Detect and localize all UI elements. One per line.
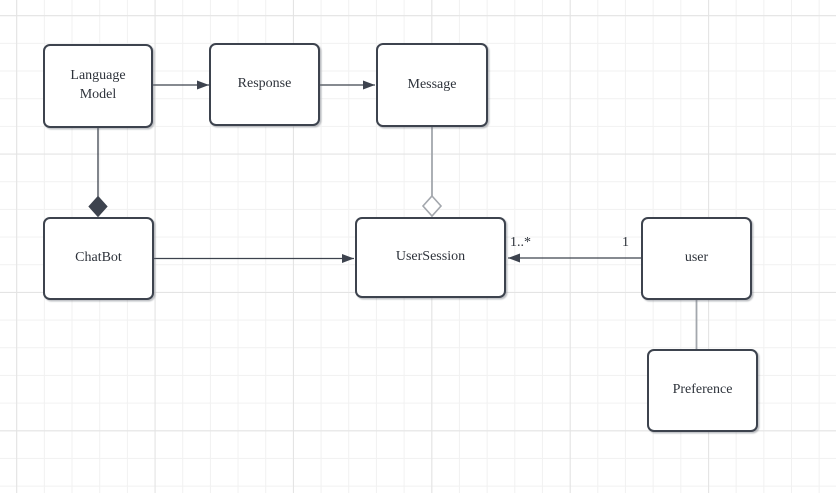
node-preference-label: Preference [672,382,733,398]
node-language-model[interactable]: Language Model [43,44,153,128]
node-user-session[interactable]: UserSession [355,217,506,298]
node-response-label: Response [237,76,292,92]
edge-language-model-to-chatbot[interactable] [88,128,108,218]
node-language-model-label: Language Model [70,68,126,102]
node-message[interactable]: Message [376,43,488,127]
node-preference[interactable]: Preference [647,349,758,432]
composition-diamond-icon [88,195,108,218]
edge-message-to-user-session[interactable] [421,127,443,218]
node-message-label: Message [407,76,457,92]
node-response[interactable]: Response [209,43,320,126]
multiplicity-label-user[interactable]: 1 [622,235,629,250]
node-user[interactable]: user [641,217,752,300]
node-user-session-label: UserSession [395,249,466,265]
node-chatbot-label: ChatBot [75,250,122,266]
aggregation-diamond-icon [421,194,443,218]
multiplicity-label-user-session[interactable]: 1..* [510,235,531,250]
node-chatbot[interactable]: ChatBot [43,217,154,300]
node-user-label: user [684,250,709,266]
